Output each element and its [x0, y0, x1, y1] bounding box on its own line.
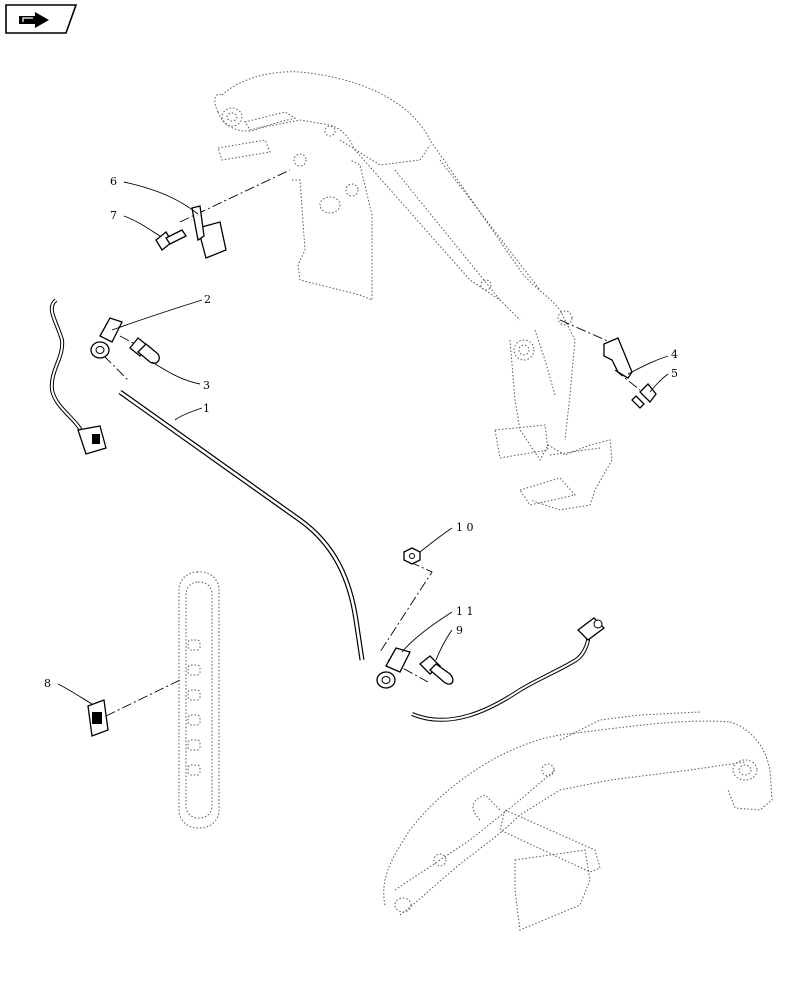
part-6-plate[interactable]: [191, 205, 227, 259]
part-4-bracket[interactable]: [603, 337, 633, 379]
callout-10: 1 0: [456, 521, 474, 534]
callout-1: 1: [203, 402, 210, 415]
part-9-bolt[interactable]: [419, 655, 454, 685]
harness-left-connector[interactable]: [49, 298, 107, 455]
callout-3: 3: [203, 379, 210, 392]
callout-11: 1 1: [456, 605, 474, 618]
next-page-button[interactable]: [5, 4, 77, 34]
harness-right-connector[interactable]: [411, 617, 605, 722]
lower-loader-arm: [383, 711, 773, 931]
callout-7: 7: [110, 209, 117, 222]
part-11-clip[interactable]: [376, 647, 411, 689]
callout-6: 6: [110, 175, 117, 188]
part-5-screw[interactable]: [631, 383, 657, 409]
slotted-rail: [178, 571, 220, 829]
callout-8: 8: [44, 677, 51, 690]
part-1-harness-tube[interactable]: [118, 389, 365, 661]
upper-loader-arm: [214, 71, 613, 511]
center-lines: [103, 169, 641, 717]
callout-4: 4: [671, 348, 678, 361]
next-page-arrow-icon: [19, 12, 49, 28]
part-3-bolt[interactable]: [129, 337, 160, 364]
part-10-nut[interactable]: [403, 547, 421, 565]
part-2-clip[interactable]: [90, 317, 123, 359]
callout-leaders: [57, 181, 669, 705]
part-7-bolt[interactable]: [155, 229, 187, 251]
part-8-connector[interactable]: [87, 699, 109, 737]
callout-5: 5: [671, 367, 678, 380]
callout-9: 9: [456, 624, 463, 637]
callout-labels: 1 2 3 4 5 6 7 8 9 1 0 1 1: [44, 175, 678, 690]
callout-2: 2: [204, 293, 211, 306]
